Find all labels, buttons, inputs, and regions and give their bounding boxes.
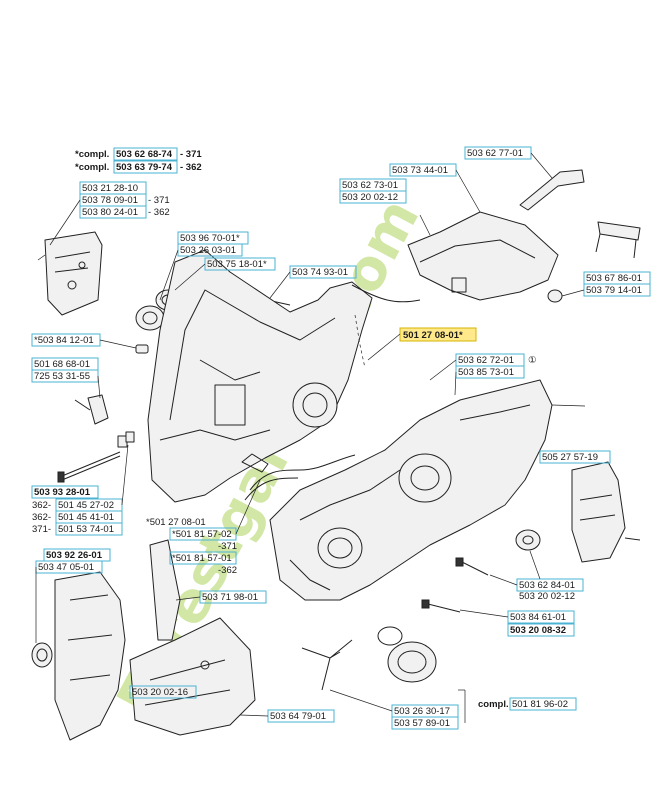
gasket-icon (515, 529, 541, 551)
part-number: 503 62 72-01 (458, 355, 514, 366)
part-number: 503 74 93-01 (292, 267, 348, 278)
part-number: 503 79 14-01 (586, 285, 642, 296)
part-number: 501 53 74-01 (58, 524, 114, 535)
part-number: 503 71 98-01 (202, 592, 258, 603)
variant-suffix: - 362 (180, 162, 202, 173)
part-number: 503 92 26-01 (46, 550, 103, 561)
part-number: 505 27 57-19 (542, 452, 598, 463)
part-number: 501 45 27-02 (58, 500, 114, 511)
cylinder-cover (407, 211, 559, 301)
part-number: 503 73 44-01 (392, 165, 448, 176)
part-number: 503 62 84-01 (519, 580, 575, 591)
part-number: 503 62 77-01 (467, 148, 523, 159)
pin-part (135, 344, 149, 354)
variant-suffix: - 362 (148, 207, 170, 218)
bearing-icon (135, 305, 165, 331)
part-number: 725 53 31-55 (34, 371, 90, 382)
part-number: 503 21 28-10 (82, 183, 138, 194)
parts-drawing (31, 169, 641, 741)
variant-suffix: - 371 (148, 195, 170, 206)
part-number: 503 75 18-01* (207, 259, 267, 270)
part-number: 503 63 79-74 (116, 162, 173, 173)
part-number: 503 26 30-17 (394, 706, 450, 717)
part-number: 503 20 02-16 (132, 687, 188, 698)
label-layer: *compl. 503 62 68-74 - 371 *compl. 503 6… (31, 146, 651, 730)
part-number: *501 27 08-01 (146, 517, 206, 528)
part-number: 503 96 70-01* (180, 233, 240, 244)
guard-part (571, 461, 626, 563)
variant-prefix: 362- (32, 500, 51, 511)
variant-prefix: 371- (32, 524, 51, 535)
variant-suffix: -362 (218, 565, 237, 576)
crankcase-left (147, 249, 373, 503)
compl-text: *compl. (75, 149, 109, 160)
plate-part (149, 539, 181, 641)
part-number: 503 47 05-01 (38, 562, 94, 573)
part-number: 503 57 89-01 (394, 718, 450, 729)
part-number: 501 68 68-01 (34, 359, 90, 370)
part-number: 503 20 02-12 (519, 591, 575, 602)
part-number: *501 81 57-01 (172, 553, 232, 564)
part-number: 503 93 28-01 (34, 487, 91, 498)
cover-part (54, 571, 126, 741)
screw-icon (421, 599, 461, 613)
part-number: 503 20 02-12 (342, 192, 398, 203)
part-number: *503 84 12-01 (34, 335, 94, 346)
part-number: 503 67 86-01 (586, 273, 642, 284)
screw-icon (57, 451, 121, 483)
nut-icon (547, 289, 563, 303)
part-number: 503 85 73-01 (458, 367, 514, 378)
part-number: 503 64 79-01 (270, 711, 326, 722)
variant-suffix: - 371 (180, 149, 202, 160)
variant-prefix: 362- (32, 512, 51, 523)
part-number: 501 81 96-02 (512, 699, 568, 710)
part-number: 503 84 61-01 (510, 612, 566, 623)
plate-part (44, 231, 103, 316)
part-number: 503 78 09-01 (82, 195, 138, 206)
part-number: 503 80 24-01 (82, 207, 138, 218)
highlighted-part-number: 501 27 08-01* (403, 330, 463, 341)
part-number: *501 81 57-02 (172, 529, 232, 540)
part-number: 501 45 41-01 (58, 512, 114, 523)
note-circle: ① (528, 355, 537, 366)
part-number: 503 26 03-01 (180, 245, 236, 256)
cap-part (387, 641, 437, 683)
part-number: 503 62 68-74 (116, 149, 173, 160)
part-number: 503 20 08-32 (510, 625, 566, 636)
part-number: 503 62 73-01 (342, 180, 398, 191)
variant-suffix: -371 (218, 541, 237, 552)
compl-text: *compl. (75, 162, 109, 173)
screw-icon (455, 557, 489, 576)
compl-text: compl. (478, 699, 509, 710)
